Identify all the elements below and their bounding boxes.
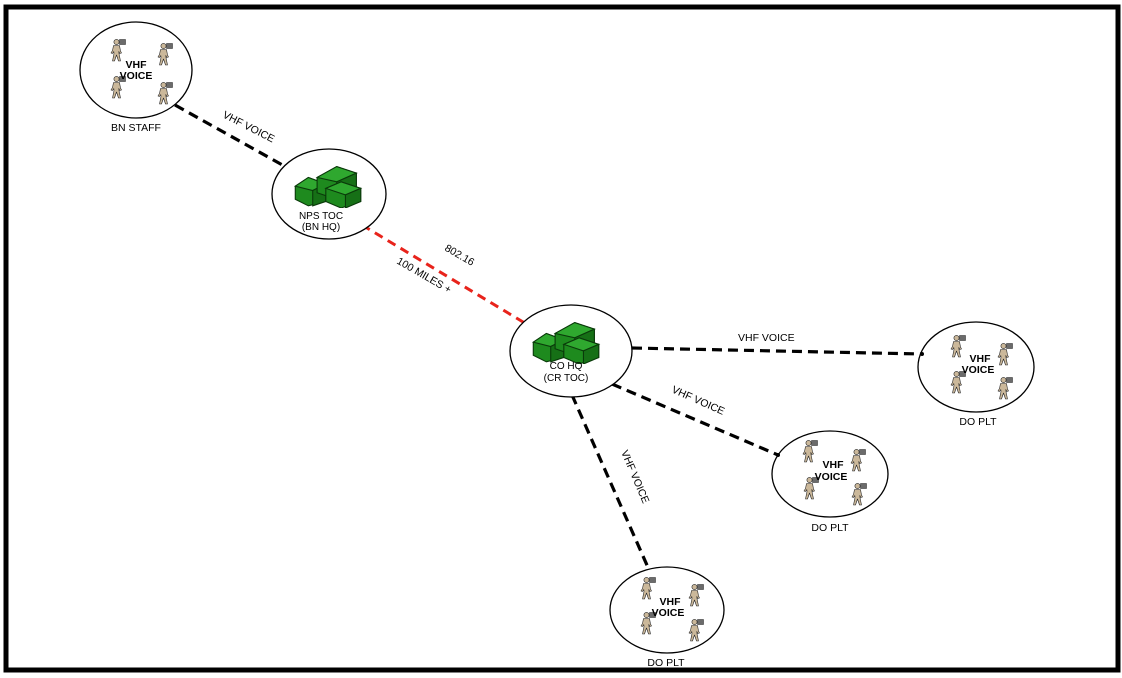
node-bn-staff[interactable]: VHF VOICE BN STAFF [79,21,193,134]
node-bn-staff-voice: VOICE [120,70,153,82]
node-do-plt-south[interactable]: VHF VOICE DO PLT [609,566,725,669]
link-endpoint-dot [776,453,780,457]
node-co-hq-line2: (CR TOC) [544,373,589,384]
node-do-plt-east-vhf: VHF [970,353,992,365]
node-co-hq-line1: CO HQ [550,361,583,372]
node-nps-toc-line1: NPS TOC [299,211,343,222]
link-nps-toc-to-co-hq [361,223,529,327]
link-endpoint-dot [920,352,924,356]
link-label-co-south: VHF VOICE [618,448,651,505]
node-bn-staff-label: BN STAFF [111,122,161,134]
node-do-plt-east-voice: VOICE [962,364,995,376]
node-nps-toc[interactable]: NPS TOC (BN HQ) [271,148,387,240]
node-co-hq[interactable]: CO HQ (CR TOC) [509,304,633,398]
node-do-plt-south-vhf: VHF [660,596,682,608]
node-do-plt-mid-vhf: VHF [823,459,845,471]
link-label-co-east: VHF VOICE [738,332,795,344]
node-do-plt-mid-label: DO PLT [811,522,849,534]
node-do-plt-south-voice: VOICE [652,607,685,619]
node-do-plt-east[interactable]: VHF VOICE DO PLT [917,321,1035,428]
node-do-plt-east-label: DO PLT [959,416,997,428]
link-bn-staff-to-nps-toc [174,103,296,174]
node-do-plt-mid-voice: VOICE [815,471,848,483]
link-co-hq-to-do-plt-east [631,346,923,356]
node-nps-toc-line2: (BN HQ) [302,222,340,233]
link-label-wimax: 802.16 [443,242,477,269]
link-co-hq-to-do-plt-south [570,394,652,573]
node-do-plt-mid[interactable]: VHF VOICE DO PLT [771,430,889,534]
node-do-plt-south-label: DO PLT [647,657,685,669]
link-co-hq-to-do-plt-mid [611,382,779,457]
node-bn-staff-vhf: VHF [126,59,148,71]
link-label-bn-nps: VHF VOICE [221,109,277,145]
diagram-border [3,4,1121,673]
